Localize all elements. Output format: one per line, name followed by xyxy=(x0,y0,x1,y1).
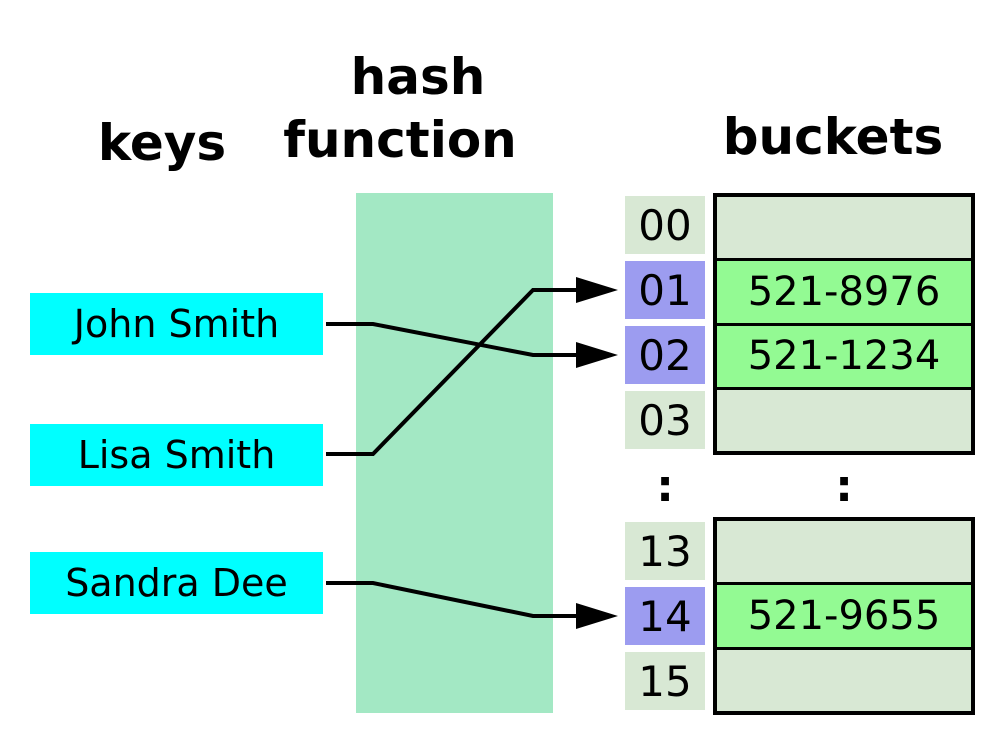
index-cell-03: 03 xyxy=(625,391,705,449)
bucket-row-00 xyxy=(717,197,971,259)
index-ellipsis: : xyxy=(656,460,674,512)
key-box-john-smith: John Smith xyxy=(30,293,323,355)
index-cell-02: 02 xyxy=(625,326,705,384)
bucket-row-01: 521-8976 xyxy=(717,258,971,323)
bucket-ellipsis: : xyxy=(835,460,853,512)
bucket-block-bottom: 521-9655 xyxy=(713,517,975,715)
key-box-lisa-smith: Lisa Smith xyxy=(30,424,323,486)
index-cell-00: 00 xyxy=(625,196,705,254)
index-cell-13: 13 xyxy=(625,522,705,580)
index-cell-14: 14 xyxy=(625,587,705,645)
bucket-row-02: 521-1234 xyxy=(717,322,971,387)
buckets-title: buckets xyxy=(722,108,944,166)
hash-function-box xyxy=(356,193,553,713)
index-cell-01: 01 xyxy=(625,261,705,319)
key-label: John Smith xyxy=(73,302,280,346)
index-cell-15: 15 xyxy=(625,652,705,710)
bucket-row-13 xyxy=(717,521,971,583)
hash-function-title-line1: hash xyxy=(350,48,486,106)
hash-function-title-line2: function xyxy=(283,111,517,169)
key-box-sandra-dee: Sandra Dee xyxy=(30,552,323,614)
key-label: Sandra Dee xyxy=(65,561,288,605)
bucket-row-03 xyxy=(717,386,971,451)
bucket-row-15 xyxy=(717,646,971,711)
bucket-row-14: 521-9655 xyxy=(717,582,971,647)
keys-title: keys xyxy=(97,114,227,172)
bucket-block-top: 521-8976 521-1234 xyxy=(713,193,975,455)
key-label: Lisa Smith xyxy=(77,433,276,477)
